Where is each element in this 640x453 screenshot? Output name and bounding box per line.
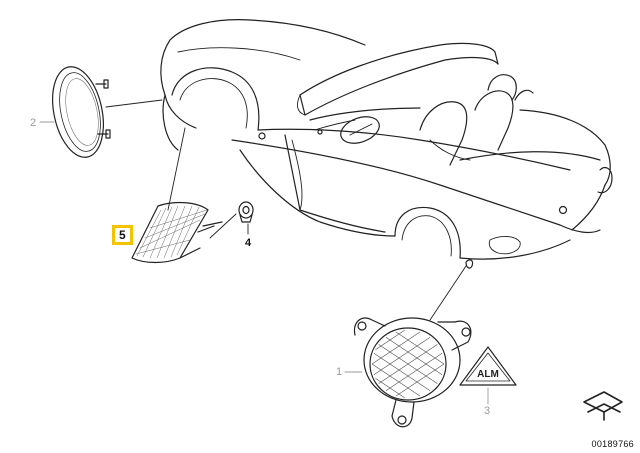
part-5-reflector [131, 201, 223, 264]
callout-2: 2 [30, 117, 37, 129]
leader-lines [105, 99, 467, 321]
part-1-side-repeater [353, 317, 472, 428]
gray-leaders [39, 121, 489, 405]
diagram-number: 00189766 [591, 439, 634, 449]
part-2-side-indicator-lens [52, 66, 111, 158]
part-4-grommet-nut [238, 201, 254, 223]
warning-label-text: ALM [477, 369, 499, 380]
callout-4: 4 [245, 237, 252, 249]
part-3-warning-label [459, 346, 517, 386]
diagram-symbol-icon [583, 391, 623, 421]
callout-5-highlighted: 5 [112, 225, 133, 245]
callout-1: 1 [336, 366, 343, 378]
callout-3: 3 [484, 405, 491, 417]
car-outline [160, 19, 613, 269]
